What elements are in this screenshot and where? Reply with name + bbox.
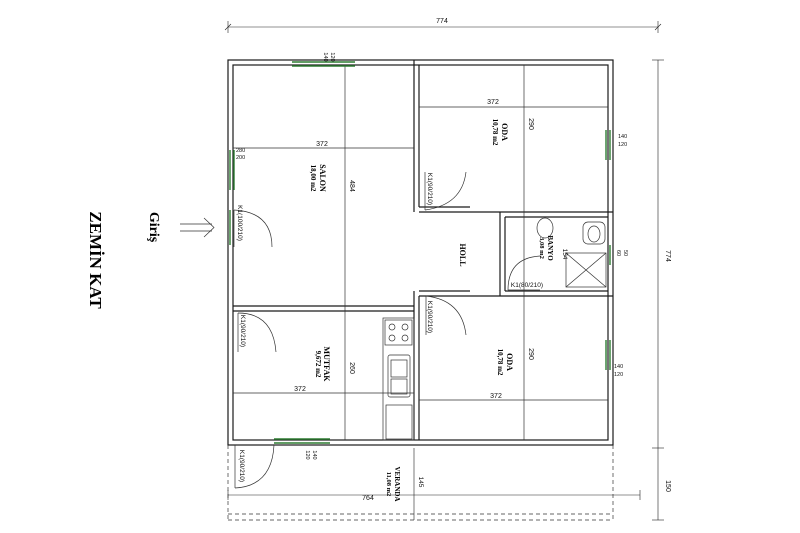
room-labels: SALON 18,00 m2 ODA 10,78 m2 ODA 10,78 m2…: [309, 119, 554, 502]
dim-veranda-width: 764: [362, 495, 374, 502]
door-veranda-tag: K1(90/210): [238, 450, 245, 482]
dim-window-mutfak: 140: [311, 450, 317, 459]
dim-window-banyo-h: 50: [622, 250, 628, 256]
dim-oda2-depth: 290: [527, 348, 534, 360]
interior-walls: [233, 60, 613, 440]
salon-name: SALON: [318, 164, 327, 192]
dim-oda1-width: 372: [487, 99, 499, 106]
veranda-outline: [227, 445, 614, 521]
plan-title: ZEMİN KAT: [86, 211, 105, 309]
dim-window-oda2: 140: [614, 364, 623, 370]
mutfak-area: 9,672 m2: [314, 351, 322, 378]
banyo-area: 3,08 m2: [538, 237, 545, 259]
entrance-label: Giriş: [146, 212, 161, 243]
door-entry-tag: K1(100/210): [236, 205, 243, 241]
dim-right-total: 774: [664, 250, 671, 262]
dim-veranda-inner: 145: [417, 477, 424, 488]
salon-area: 18,00 m2: [309, 165, 317, 192]
oda2-name: ODA: [505, 353, 514, 371]
dim-window-salon: 280: [236, 148, 245, 154]
doors: [233, 171, 541, 489]
door-banyo-tag: K1(80/210): [511, 282, 543, 289]
door-oda1-tag: K1(90/210): [426, 173, 433, 205]
banyo-name: BANYO: [546, 235, 554, 261]
mutfak-name: MUTFAK: [322, 347, 331, 383]
oda1-area: 10,78 m2: [491, 119, 499, 146]
dim-window-top-h: 120: [329, 52, 335, 61]
dim-window-mutfak-h: 120: [304, 450, 310, 459]
dimension-lines: [224, 21, 664, 521]
dim-banyo-depth: 154: [561, 249, 568, 260]
veranda-name: VERANDA: [393, 467, 401, 502]
dim-top-total: 774: [436, 18, 448, 25]
windows: [229, 61, 611, 444]
kitchen-counter: [382, 317, 415, 441]
dim-oda2-width: 372: [490, 393, 502, 400]
dim-window-oda1: 140: [618, 134, 627, 140]
oda1-name: ODA: [500, 123, 509, 141]
door-tags: K1(100/210) K1(90/210) K1(90/210) K1(80/…: [236, 173, 543, 482]
dim-window-oda2-h: 120: [614, 372, 623, 378]
dim-window-banyo: 60: [615, 250, 621, 256]
entrance-arrow: [180, 217, 215, 238]
dim-salon-depth: 484: [348, 180, 355, 192]
bathroom-fixtures: [536, 217, 607, 288]
dimension-texts: 774 774 150 764 145 372 484 372 290 372 …: [236, 18, 671, 502]
veranda-area: 11,08 m2: [385, 472, 392, 497]
dim-salon-width: 372: [316, 141, 328, 148]
dim-window-salon-h: 200: [236, 155, 245, 161]
dim-window-top: 140: [322, 52, 328, 61]
reference-lines: [233, 65, 608, 440]
outer-walls: [227, 59, 614, 446]
dim-mutfak-depth: 260: [348, 362, 355, 374]
hol-name: HOLL: [458, 243, 467, 266]
door-mutfak-tag: K1(90/210): [239, 315, 246, 347]
door-oda2-tag: K1(90/210): [426, 301, 433, 333]
dim-oda1-depth: 290: [527, 118, 534, 130]
dim-mutfak-width: 372: [294, 386, 306, 393]
oda2-area: 10,78 m2: [496, 349, 504, 376]
dim-veranda-depth: 150: [664, 480, 671, 492]
dim-window-oda1-h: 120: [618, 142, 627, 148]
